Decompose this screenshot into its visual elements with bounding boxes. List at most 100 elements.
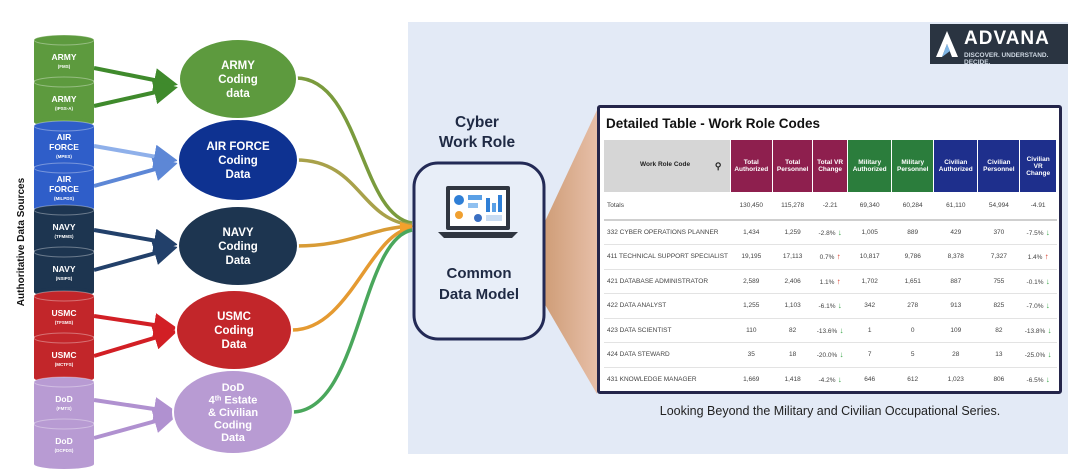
work-role-code-cell: 424 DATA STEWARD: [604, 342, 730, 368]
value-cell: -4.91: [1019, 192, 1057, 221]
cell-text: -2.8%: [818, 230, 836, 237]
cell-text: 110: [746, 326, 757, 334]
cell-text: 421 DATABASE ADMINISTRATOR: [607, 277, 709, 285]
arrow-up-icon: ↑: [834, 252, 841, 262]
value-cell: 5: [891, 342, 934, 368]
cell-text: 422 DATA ANALYST: [607, 302, 667, 310]
coding-node-line: Data: [226, 169, 252, 181]
col-civilian-vr-change[interactable]: Civilian VR Change: [1019, 140, 1057, 192]
cylinder-sub: (TFSMS): [55, 320, 74, 325]
coding-node-line: DoD: [222, 382, 245, 394]
value-cell: 913: [933, 293, 978, 319]
col-civilian-personnel[interactable]: Civilian Personnel: [977, 140, 1021, 192]
col-work-role-code[interactable]: Work Role Code ⚲: [604, 140, 731, 192]
col-total-authorized[interactable]: Total Authorized: [730, 140, 774, 192]
value-cell: 1,418: [772, 367, 813, 391]
value-cell: 69,340: [847, 192, 892, 221]
cylinder-sub: (MPES): [56, 154, 72, 159]
value-cell: -25.0% ↓: [1019, 342, 1057, 368]
coding-node-line: & Civilian: [208, 407, 258, 419]
cell-text: -6.5%: [1026, 376, 1044, 384]
value-cell: 1: [847, 318, 892, 343]
cylinder-usmc-b: USMC(MCTFS): [33, 332, 95, 383]
col-total-personnel[interactable]: Total Personnel: [772, 140, 814, 192]
arrow-up-icon: ↑: [1042, 252, 1049, 262]
value-cell: 1,103: [772, 293, 813, 319]
cylinder-sub: (FMS): [58, 64, 71, 69]
cell-text: 889: [907, 229, 919, 236]
cell-text: 82: [789, 326, 797, 334]
cell-text: 1,651: [904, 277, 921, 285]
cell-text: 1.1%: [819, 278, 835, 286]
value-cell: 1,005: [847, 220, 892, 245]
cell-text: 755: [993, 277, 1005, 285]
arrow-down-icon: ↓: [1043, 301, 1050, 311]
arrow-down-icon: ↓: [837, 350, 844, 360]
coding-to-cdm-curves: [291, 76, 414, 414]
work-role-code-cell: 422 DATA ANALYST: [604, 293, 730, 319]
caption: Looking Beyond the Military and Civilian…: [659, 404, 1001, 418]
cell-text: 61,110: [946, 202, 966, 209]
cdm-label-line2: Data Model: [439, 286, 519, 303]
value-cell: 13: [977, 342, 1020, 368]
value-cell: 130,450: [730, 192, 773, 221]
work-role-code-cell: 431 KNOWLEDGE MANAGER: [604, 367, 730, 391]
value-cell: 60,284: [891, 192, 934, 221]
col-total-vr-change[interactable]: Total VR Change: [812, 140, 849, 192]
cell-text: 69,340: [859, 202, 880, 209]
cell-text: 887: [950, 277, 962, 285]
value-cell: 109: [933, 318, 978, 343]
cylinder-name: DoD: [55, 436, 72, 446]
cylinder-army-b: ARMY(IPSS-A): [33, 76, 95, 127]
value-cell: 825: [977, 293, 1020, 319]
cylinder-name: AIR: [57, 132, 72, 142]
cell-text: 17,113: [782, 253, 803, 261]
cylinder-name: ARMY: [51, 52, 76, 62]
search-icon[interactable]: ⚲: [714, 160, 722, 171]
cyber-title-line1: Cyber: [455, 114, 499, 131]
cell-text: 411 TECHNICAL SUPPORT SPECIALIST: [607, 253, 729, 261]
cylinder-sub: (FMTS): [56, 406, 72, 411]
cylinder-name: NAVY: [53, 222, 76, 232]
cylinder-name: ARMY: [51, 94, 76, 104]
col-military-personnel[interactable]: Military Personnel: [891, 140, 935, 192]
cell-text: 429: [950, 229, 962, 236]
cell-text: -4.91: [1030, 202, 1046, 209]
work-role-table-panel: Detailed Table - Work Role Codes Work Ro…: [597, 105, 1062, 394]
value-cell: 370: [977, 220, 1020, 245]
coding-node-line: data: [226, 88, 250, 100]
cdm-label-line1: Common: [447, 265, 512, 282]
cell-text: 1,434: [743, 229, 760, 236]
cell-text: 1,255: [743, 302, 760, 310]
value-cell: 35: [730, 342, 773, 368]
coding-node-line: Coding: [218, 74, 258, 86]
value-cell: 342: [847, 293, 892, 319]
value-cell: -6.1% ↓: [812, 293, 848, 319]
coding-node-line: Data: [226, 255, 252, 267]
value-cell: 1,434: [730, 220, 773, 245]
cylinder-usmc-a: USMC(TFSMS): [33, 290, 95, 341]
cell-text: 5: [910, 351, 915, 359]
cell-text: 332 CYBER OPERATIONS PLANNER: [607, 229, 719, 236]
work-role-code-cell: 421 DATABASE ADMINISTRATOR: [604, 269, 730, 294]
cell-text: 1,418: [784, 375, 801, 383]
col-civilian-authorized[interactable]: Civilian Authorized: [933, 140, 979, 192]
cell-text: 19,195: [741, 253, 762, 261]
work-role-code-cell: 411 TECHNICAL SUPPORT SPECIALIST: [604, 244, 730, 270]
cell-text: 2,406: [784, 277, 801, 285]
coding-node-line: 4th Estate: [209, 395, 258, 407]
value-cell: -7.0% ↓: [1019, 293, 1057, 319]
table-row[interactable]: 411 TECHNICAL SUPPORT SPECIALIST 19,195 17…: [604, 244, 1057, 270]
col-military-authorized[interactable]: Military Authorized: [847, 140, 893, 192]
value-cell: -20.0% ↓: [812, 342, 848, 368]
cell-text: 13: [995, 351, 1003, 359]
coding-node-line: Data: [222, 339, 248, 351]
value-cell: 10,817: [847, 244, 892, 270]
